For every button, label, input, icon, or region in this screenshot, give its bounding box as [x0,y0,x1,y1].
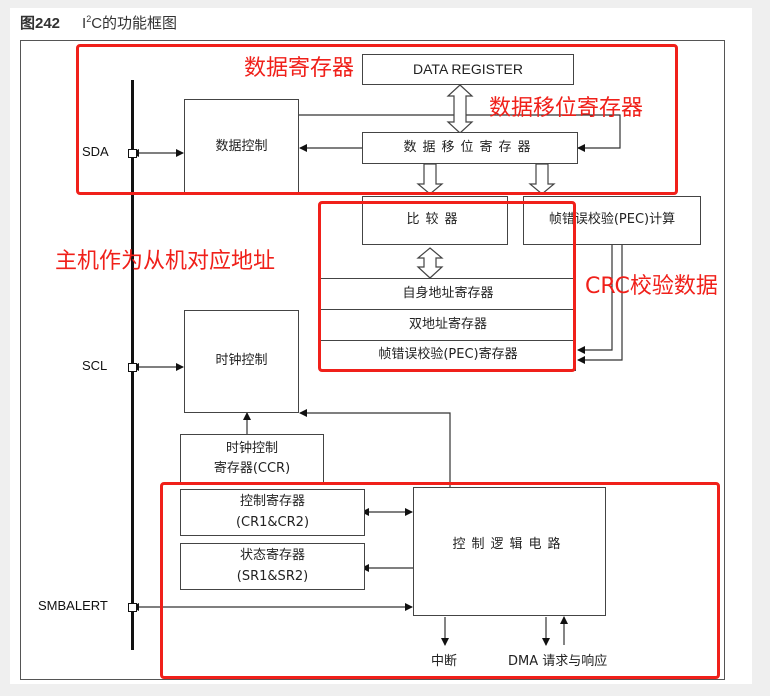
pin-label-sda: SDA [82,144,109,159]
status-register-block: 状态寄存器 (SR1&SR2) [180,543,365,590]
figure-title: 图242 I2C的功能框图 [20,12,177,33]
note-data-register: 数据寄存器 [244,56,355,81]
control-logic-block: 控制逻辑电路 [413,487,606,616]
pec-register-block: 帧错误校验(PEC)寄存器 [320,340,576,371]
figure-number: 图242 [20,15,61,32]
note-shift-register: 数据移位寄存器 [489,96,644,121]
data-register-block: DATA REGISTER [362,54,574,85]
control-register-block: 控制寄存器 (CR1&CR2) [180,489,365,536]
clock-control-block: 时钟控制 [184,310,299,413]
sda-pin[interactable] [128,149,137,158]
sr-label-line2: (SR1&SR2) [236,568,309,584]
pec-calc-block: 帧错误校验(PEC)计算 [523,196,701,245]
figure-caption: I2C的功能框图 [82,14,178,32]
cr-label-line2: (CR1&CR2) [235,514,310,530]
smbalert-pin[interactable] [128,603,137,612]
pin-label-scl: SCL [82,358,108,373]
pin-label-smbalert: SMBALERT [38,598,108,613]
ccr-label-line2: 寄存器(CCR) [213,461,291,476]
shift-register-block: 数据移位寄存器 [362,132,578,164]
cr-label-line1: 控制寄存器 [239,494,305,510]
ccr-register-block: 时钟控制 寄存器(CCR) [180,434,324,484]
ccr-label-line1: 时钟控制 [225,440,278,456]
data-control-block: 数据控制 [184,99,299,195]
highlight-address-registers [318,201,576,372]
diagram-frame [20,40,725,680]
note-slave-address: 主机作为从机对应地址 [55,249,276,274]
sr-label-line1: 状态寄存器 [239,548,305,564]
own-address-register-block: 自身地址寄存器 [320,278,576,310]
dma-label: DMA 请求与响应 [508,654,608,669]
interrupt-label: 中断 [431,654,458,669]
highlight-control-logic [160,482,720,679]
note-crc-data: CRC校验数据 [585,274,718,299]
highlight-data-registers [76,44,678,195]
scl-pin[interactable] [128,363,137,372]
comparator-block: 比较器 [362,196,508,245]
